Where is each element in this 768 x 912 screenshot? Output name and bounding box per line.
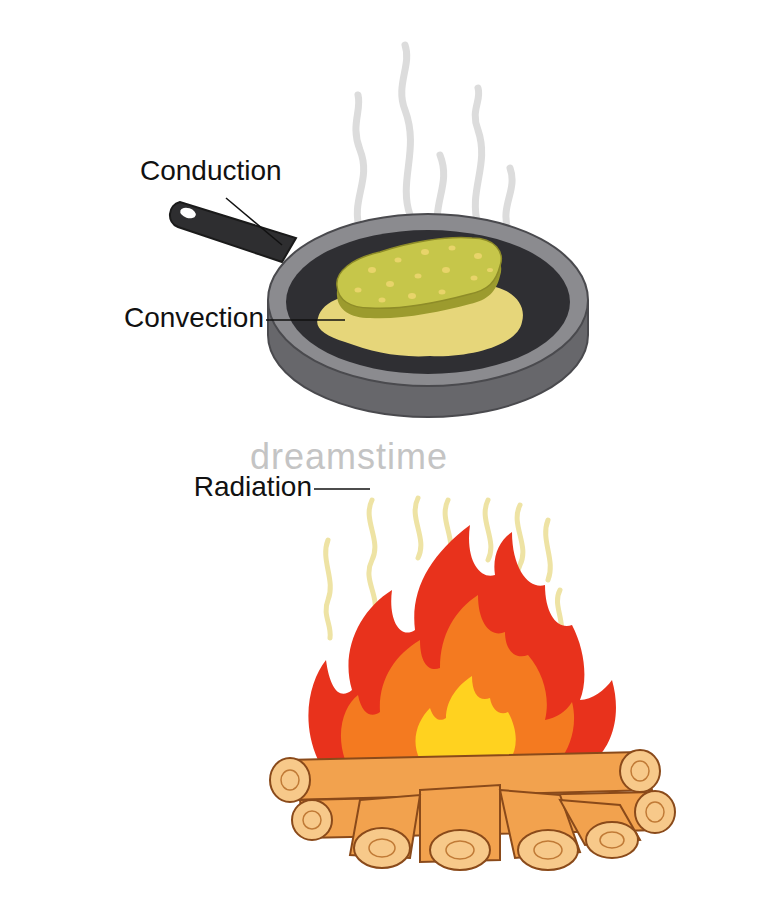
fried-food [337, 238, 501, 319]
frying-pan [268, 214, 588, 417]
campfire-flames [308, 525, 616, 760]
watermark: dreamstime [250, 436, 448, 478]
heat-label: Convection [124, 302, 264, 334]
pan-handle [170, 202, 296, 262]
steam [356, 45, 512, 235]
heat-label: Conduction [140, 155, 282, 187]
firewood-logs [270, 750, 675, 870]
